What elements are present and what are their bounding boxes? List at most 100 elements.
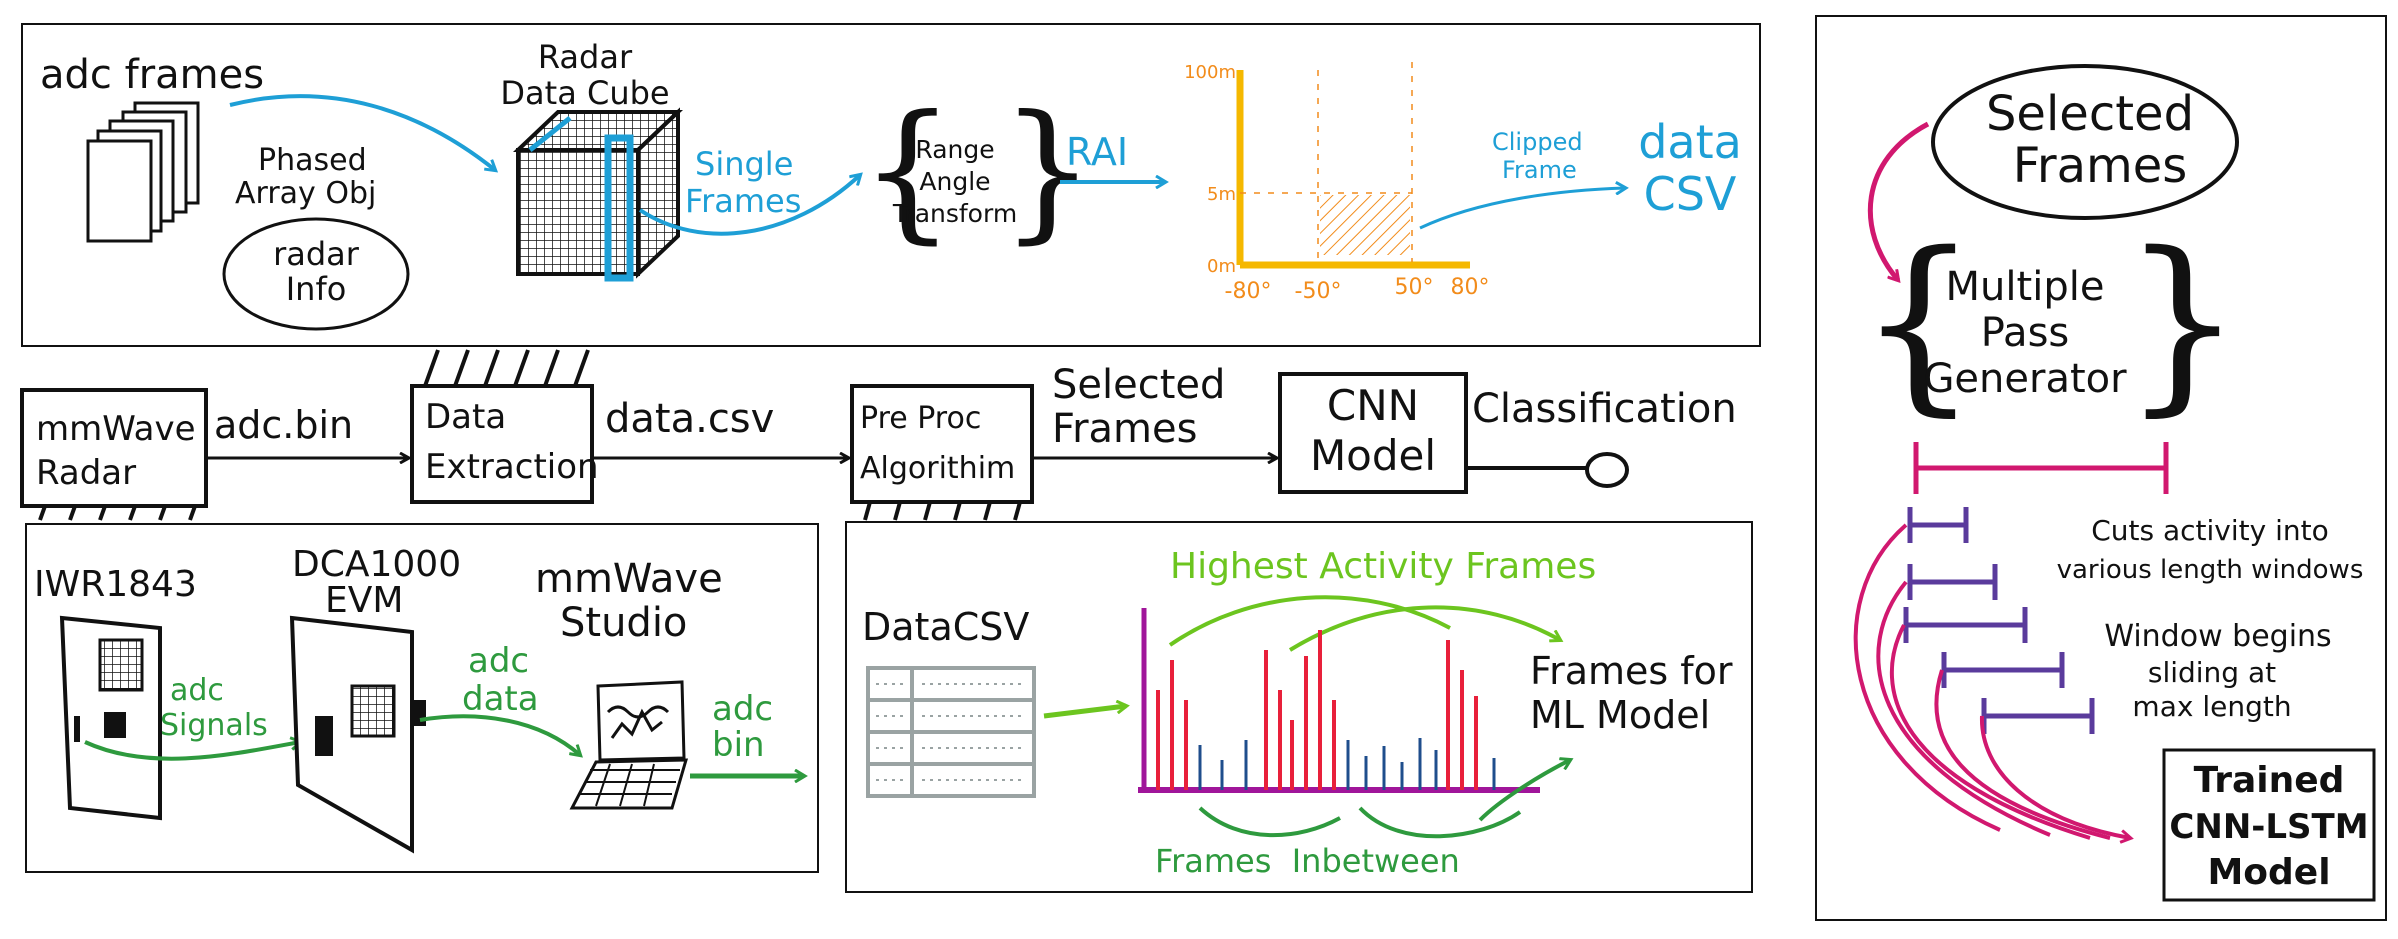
selected-frames-ellipse <box>1931 64 2239 220</box>
generator-label-2: Pass <box>1981 310 2070 356</box>
cnn-model-label-2: Model <box>1310 431 1436 480</box>
rai-plot: 100m 5m 0m -80° -50° 50° 80° <box>1184 62 1490 304</box>
radar-info-label-2: Info <box>286 270 347 308</box>
generator-brace-right: } <box>2122 212 2243 433</box>
phased-array-label-1: Phased <box>258 143 367 178</box>
data-extraction-label-1: Data <box>425 397 506 437</box>
adc-data-label-2: data <box>462 679 539 719</box>
generator-label-3: Generator <box>1923 356 2127 402</box>
generator-brace-left: { <box>1858 212 1979 433</box>
trained-model-label-3: Model <box>2207 852 2330 893</box>
dca1000-label-2: EVM <box>325 580 403 621</box>
data-extraction-label-2: Extraction <box>425 447 599 487</box>
classification-label: Classification <box>1472 386 1737 432</box>
top-panel-frame <box>21 23 1761 347</box>
data-extraction-box <box>410 384 594 504</box>
board-to-dca-arrow <box>84 742 300 761</box>
dca1000-board-icon <box>289 615 426 854</box>
highest-activity-label: Highest Activity Frames <box>1170 546 1596 587</box>
datacsv-panel-label: DataCSV <box>862 605 1029 649</box>
plot-y-tick-100m: 100m <box>1184 62 1236 83</box>
preproc-box-legs <box>863 501 1022 521</box>
adc-to-cube-arrow <box>229 94 495 170</box>
single-frames-label-1: Single <box>695 145 793 183</box>
adc-bin-hw-label-1: adc <box>712 689 773 729</box>
trained-model-label-2: CNN-LSTM <box>2169 807 2368 847</box>
pre-proc-label-2: Algorithim <box>860 451 1015 486</box>
selected-frames-pipeline-label-1: Selected <box>1052 362 1225 408</box>
clipped-frame-label-2: Frame <box>1502 156 1577 184</box>
mmwave-studio-label-1: mmWave <box>535 556 723 602</box>
adc-data-label-1: adc <box>468 641 529 681</box>
window-begins-label-3: max length <box>2132 690 2291 723</box>
selected-frames-pipeline-label-2: Frames <box>1052 406 1197 452</box>
preproc-panel-frame <box>845 521 1753 893</box>
adc-bin-hw-label-2: bin <box>712 725 765 765</box>
frames-inbetween-arrows <box>1198 760 1570 839</box>
adc-frames-stack-icon <box>86 101 200 243</box>
windows-to-model-arrows <box>1853 523 2130 838</box>
data-cube-label-1: Radar <box>538 38 633 76</box>
mmwave-radar-label-2: Radar <box>36 453 136 493</box>
highest-activity-arrows <box>1168 595 1560 652</box>
plot-x-tick-neg50: -50° <box>1295 279 1342 304</box>
plot-y-tick-0m: 0m <box>1207 256 1236 277</box>
plot-x-tick-neg80: -80° <box>1225 279 1272 304</box>
pre-proc-label-1: Pre Proc <box>860 401 981 436</box>
data-csv-pipeline-label: data.csv <box>605 396 774 442</box>
cuts-activity-label-1: Cuts activity into <box>2091 514 2329 547</box>
clipped-frame-arrow <box>1419 188 1625 230</box>
trained-model-box <box>2162 748 2376 902</box>
adc-frames-label: adc frames <box>40 52 264 98</box>
adc-signals-label-2: Signals <box>160 708 268 743</box>
trained-model-label-1: Trained <box>2194 760 2345 801</box>
radar-info-label-1: radar <box>273 235 360 273</box>
data-cube-label-2: Data Cube <box>500 74 669 112</box>
transform-label-2: Angle <box>919 167 990 196</box>
csv-table-icon <box>866 666 1036 798</box>
sliding-windows <box>1903 507 2095 734</box>
right-selected-frames-label-2: Frames <box>2013 138 2188 194</box>
radar-box-legs <box>38 505 197 521</box>
plot-x-tick-50: 50° <box>1395 275 1434 300</box>
extraction-box-legs <box>423 349 590 387</box>
generator-label-1: Multiple <box>1946 264 2105 310</box>
single-frames-label-2: Frames <box>685 182 801 220</box>
right-selected-frames-label-1: Selected <box>1986 86 2194 142</box>
phased-array-label-2: Array Obj <box>235 176 376 211</box>
transform-brace-right: } <box>1000 84 1095 258</box>
frames-for-ml-label-2: ML Model <box>1530 693 1710 737</box>
mmwave-radar-label-1: mmWave <box>36 409 196 449</box>
cuts-activity-label-2: various length windows <box>2057 555 2364 585</box>
adc-bin-label: adc.bin <box>214 403 353 447</box>
right-panel-frame <box>1815 15 2387 921</box>
transform-label-1: Range <box>915 135 994 164</box>
laptop-icon <box>569 680 689 810</box>
csv-to-plot-arrow <box>1043 706 1126 719</box>
radar-data-cube-icon <box>512 107 684 282</box>
frames-inbetween-label: Frames Inbetween <box>1155 842 1460 880</box>
window-begins-label-1: Window begins <box>2104 619 2331 654</box>
dca-to-laptop-arrow <box>419 714 580 755</box>
rai-label: RAI <box>1066 130 1128 174</box>
dca1000-label-1: DCA1000 <box>292 544 461 585</box>
cube-to-transform-arrow <box>638 175 860 236</box>
plot-x-tick-80: 80° <box>1451 275 1490 300</box>
transform-label-3: Transform <box>892 199 1017 228</box>
hardware-panel-frame <box>25 523 819 873</box>
plot-y-tick-5m: 5m <box>1207 184 1236 205</box>
mmwave-studio-label-2: Studio <box>560 600 687 646</box>
clipped-region <box>1320 195 1410 255</box>
data-csv-label-2: CSV <box>1644 167 1737 221</box>
frames-for-ml-label-1: Frames for <box>1530 649 1733 693</box>
cnn-model-label-1: CNN <box>1327 381 1419 430</box>
pre-proc-box <box>850 384 1034 504</box>
clipped-frame-label-1: Clipped <box>1492 128 1583 156</box>
iwr1843-board-icon <box>59 615 162 821</box>
transform-brace-left: { <box>860 84 955 258</box>
radar-info-ellipse <box>222 217 410 331</box>
window-begins-label-2: sliding at <box>2148 656 2276 689</box>
adc-signals-label-1: adc <box>170 673 224 708</box>
activity-bar-plot <box>1138 608 1540 793</box>
